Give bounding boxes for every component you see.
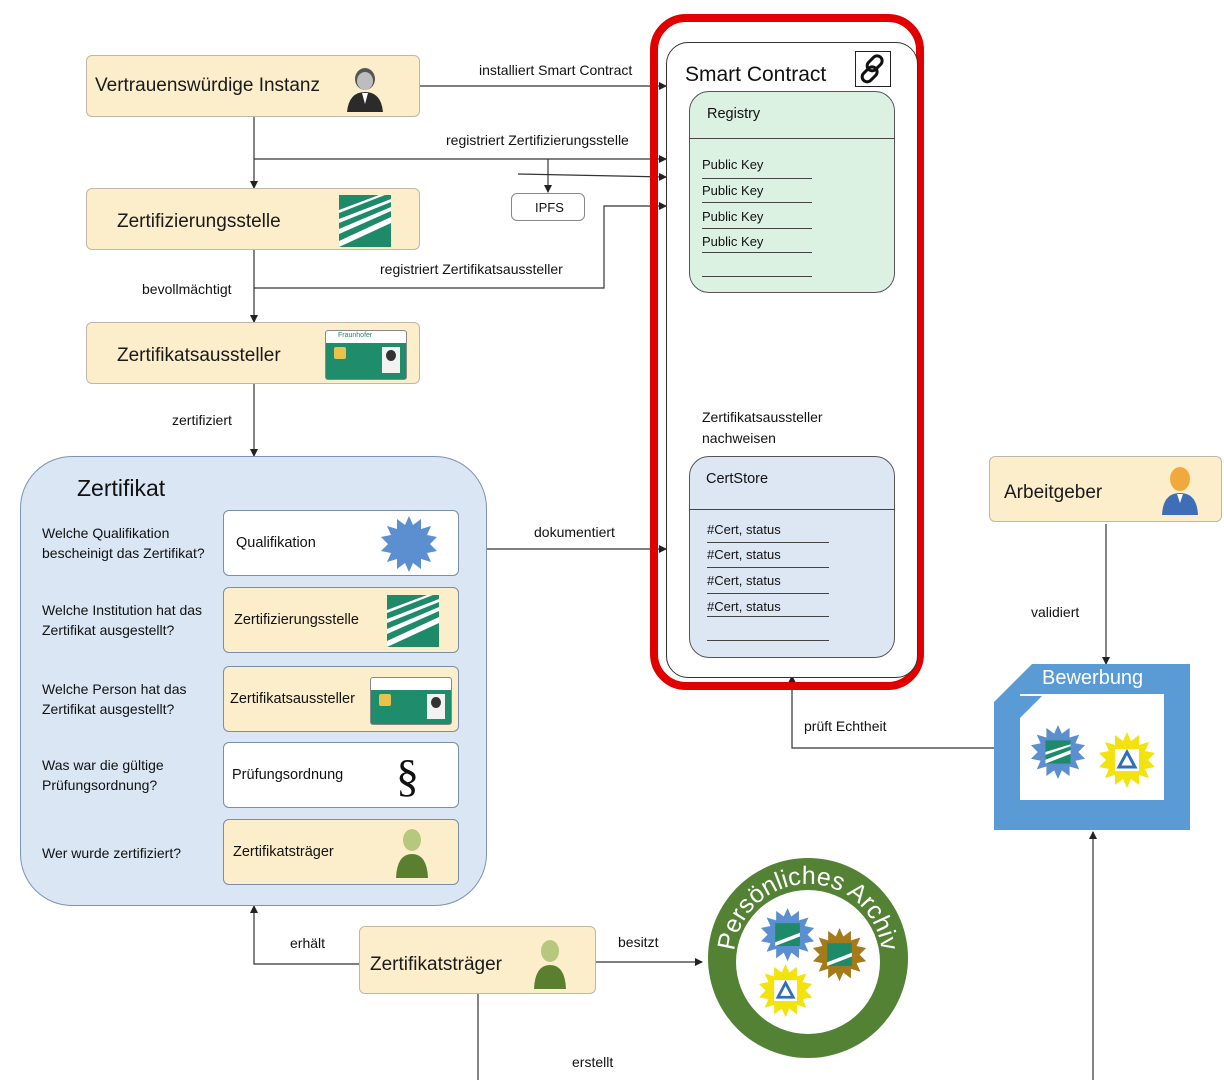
person-green-icon [534, 940, 566, 989]
question-person: Welche Person hat das Zertifikat ausgest… [42, 681, 187, 717]
node-arbeitgeber: Arbeitgeber [989, 456, 1222, 522]
smart-contract-title: Smart Contract [685, 63, 827, 86]
registry-row: Public Key [702, 209, 764, 224]
question-zertifiziert: Wer wurde zertifiziert? [42, 845, 182, 861]
node-title: Vertrauenswürdige Instanz [95, 75, 320, 96]
registry-title: Registry [707, 106, 761, 122]
blue-star-seal-icon [1030, 724, 1086, 780]
id-card-icon: Fraunhofer [325, 330, 407, 380]
node-title: Zertifikatsträger [370, 954, 502, 975]
registry-row: Public Key [702, 183, 764, 198]
edge-ipfs-right [517, 172, 667, 181]
answer-label: Zertifizierungsstelle [234, 612, 359, 628]
answer-zertifikatstraeger: Zertifikatsträger [223, 819, 459, 885]
nachweisen-line-1: Zertifikatsaussteller [702, 409, 823, 425]
zertifikat-title: Zertifikat [77, 475, 166, 501]
answer-pruefungsordnung: Prüfungsordnung § [223, 742, 459, 808]
certstore-panel: CertStore #Cert, status #Cert, status #C… [689, 456, 895, 658]
answer-label: Qualifikation [236, 535, 316, 551]
registry-panel: Registry Public Key Public Key Public Ke… [689, 91, 895, 293]
answer-zertifikatsaussteller: Zertifikatsaussteller [223, 666, 459, 732]
node-zertifikatsaussteller: Zertifikatsaussteller Fraunhofer [86, 322, 420, 384]
answer-qualifikation: Qualifikation [223, 510, 459, 576]
certstore-row: #Cert, status [707, 547, 781, 562]
ipfs-node: IPFS [511, 193, 585, 221]
edge-label-registriert-zs: registriert Zertifizierungsstelle [446, 132, 629, 148]
node-title: Arbeitgeber [1004, 482, 1103, 503]
edge-erhaelt [250, 905, 360, 965]
nachweisen-line-2: nachweisen [702, 430, 776, 446]
edge-label-erstellt: erstellt [572, 1054, 614, 1070]
section-sign-icon: § [396, 750, 419, 801]
node-zertifizierungsstelle: Zertifizierungsstelle [86, 188, 420, 250]
person-green-icon [396, 829, 428, 878]
question-institution: Welche Institution hat das Zertifikat au… [42, 602, 203, 638]
answer-label: Zertifikatsaussteller [230, 691, 355, 707]
question-pruefungsordnung: Was war die gültige Prüfungsordnung? [42, 757, 164, 793]
card-brand: Fraunhofer [338, 332, 373, 339]
registry-row: Public Key [702, 157, 764, 172]
id-card-icon [370, 677, 452, 725]
question-qualifikation: Welche Qualifikation bescheinigt das Zer… [42, 525, 205, 561]
edge-label-zertifiziert: zertifiziert [172, 412, 232, 428]
zertifikat-container: Zertifikat Welche Qualifikation beschein… [20, 456, 487, 906]
edge-label-nachweisen: Zertifikatsaussteller nachweisen [702, 407, 823, 449]
certstore-row: #Cert, status [707, 522, 781, 537]
archiv-seal-blue [760, 908, 815, 962]
archiv-seal-brown [812, 928, 867, 982]
edge-label-erhaelt: erhält [290, 935, 326, 951]
persoenliches-archiv: Persönliches Archiv [708, 858, 908, 1058]
answer-label: Zertifikatsträger [233, 844, 334, 860]
edge-label-registriert-za: registriert Zertifikatsaussteller [380, 261, 563, 277]
certstore-title: CertStore [706, 471, 769, 487]
bewerbung-document [994, 664, 1190, 830]
person-dark-icon [347, 68, 383, 112]
edge-label-besitzt: besitzt [618, 934, 659, 950]
edge-label-dokumentiert: dokumentiert [534, 524, 615, 540]
node-title: Zertifikatsaussteller [117, 345, 281, 366]
fraunhofer-logo-icon [387, 595, 439, 647]
edge-label-validiert: validiert [1031, 604, 1080, 620]
smart-contract-highlight [650, 14, 924, 690]
ipfs-label: IPFS [535, 200, 564, 215]
blue-star-seal-icon [381, 516, 437, 572]
registry-row: Public Key [702, 234, 764, 249]
chain-link-icon [855, 51, 891, 87]
yellow-star-seal-icon [1099, 732, 1155, 788]
certstore-row: #Cert, status [707, 573, 781, 588]
edge-prueft [788, 675, 995, 749]
edge-label-bevollmaechtigt: bevollmächtigt [142, 281, 232, 297]
edge-registriert-za [254, 202, 667, 289]
person-blue-icon [1162, 467, 1198, 515]
node-vertrauenswuerdige-instanz: Vertrauenswürdige Instanz [86, 55, 420, 117]
fraunhofer-logo-icon [339, 195, 391, 247]
archiv-seal-yellow [758, 964, 813, 1018]
edge-label-installiert: installiert Smart Contract [479, 62, 633, 78]
node-title: Zertifizierungsstelle [117, 211, 281, 232]
node-zertifikatstraeger: Zertifikatsträger [359, 926, 596, 994]
answer-zertifizierungsstelle: Zertifizierungsstelle [223, 587, 459, 653]
answer-label: Prüfungsordnung [232, 767, 344, 783]
certstore-row: #Cert, status [707, 599, 781, 614]
bewerbung-title: Bewerbung [1042, 667, 1144, 689]
smart-contract-container: Smart Contract Registry Public Key Publi… [666, 42, 918, 678]
edge-label-prueft: prüft Echtheit [804, 718, 887, 734]
